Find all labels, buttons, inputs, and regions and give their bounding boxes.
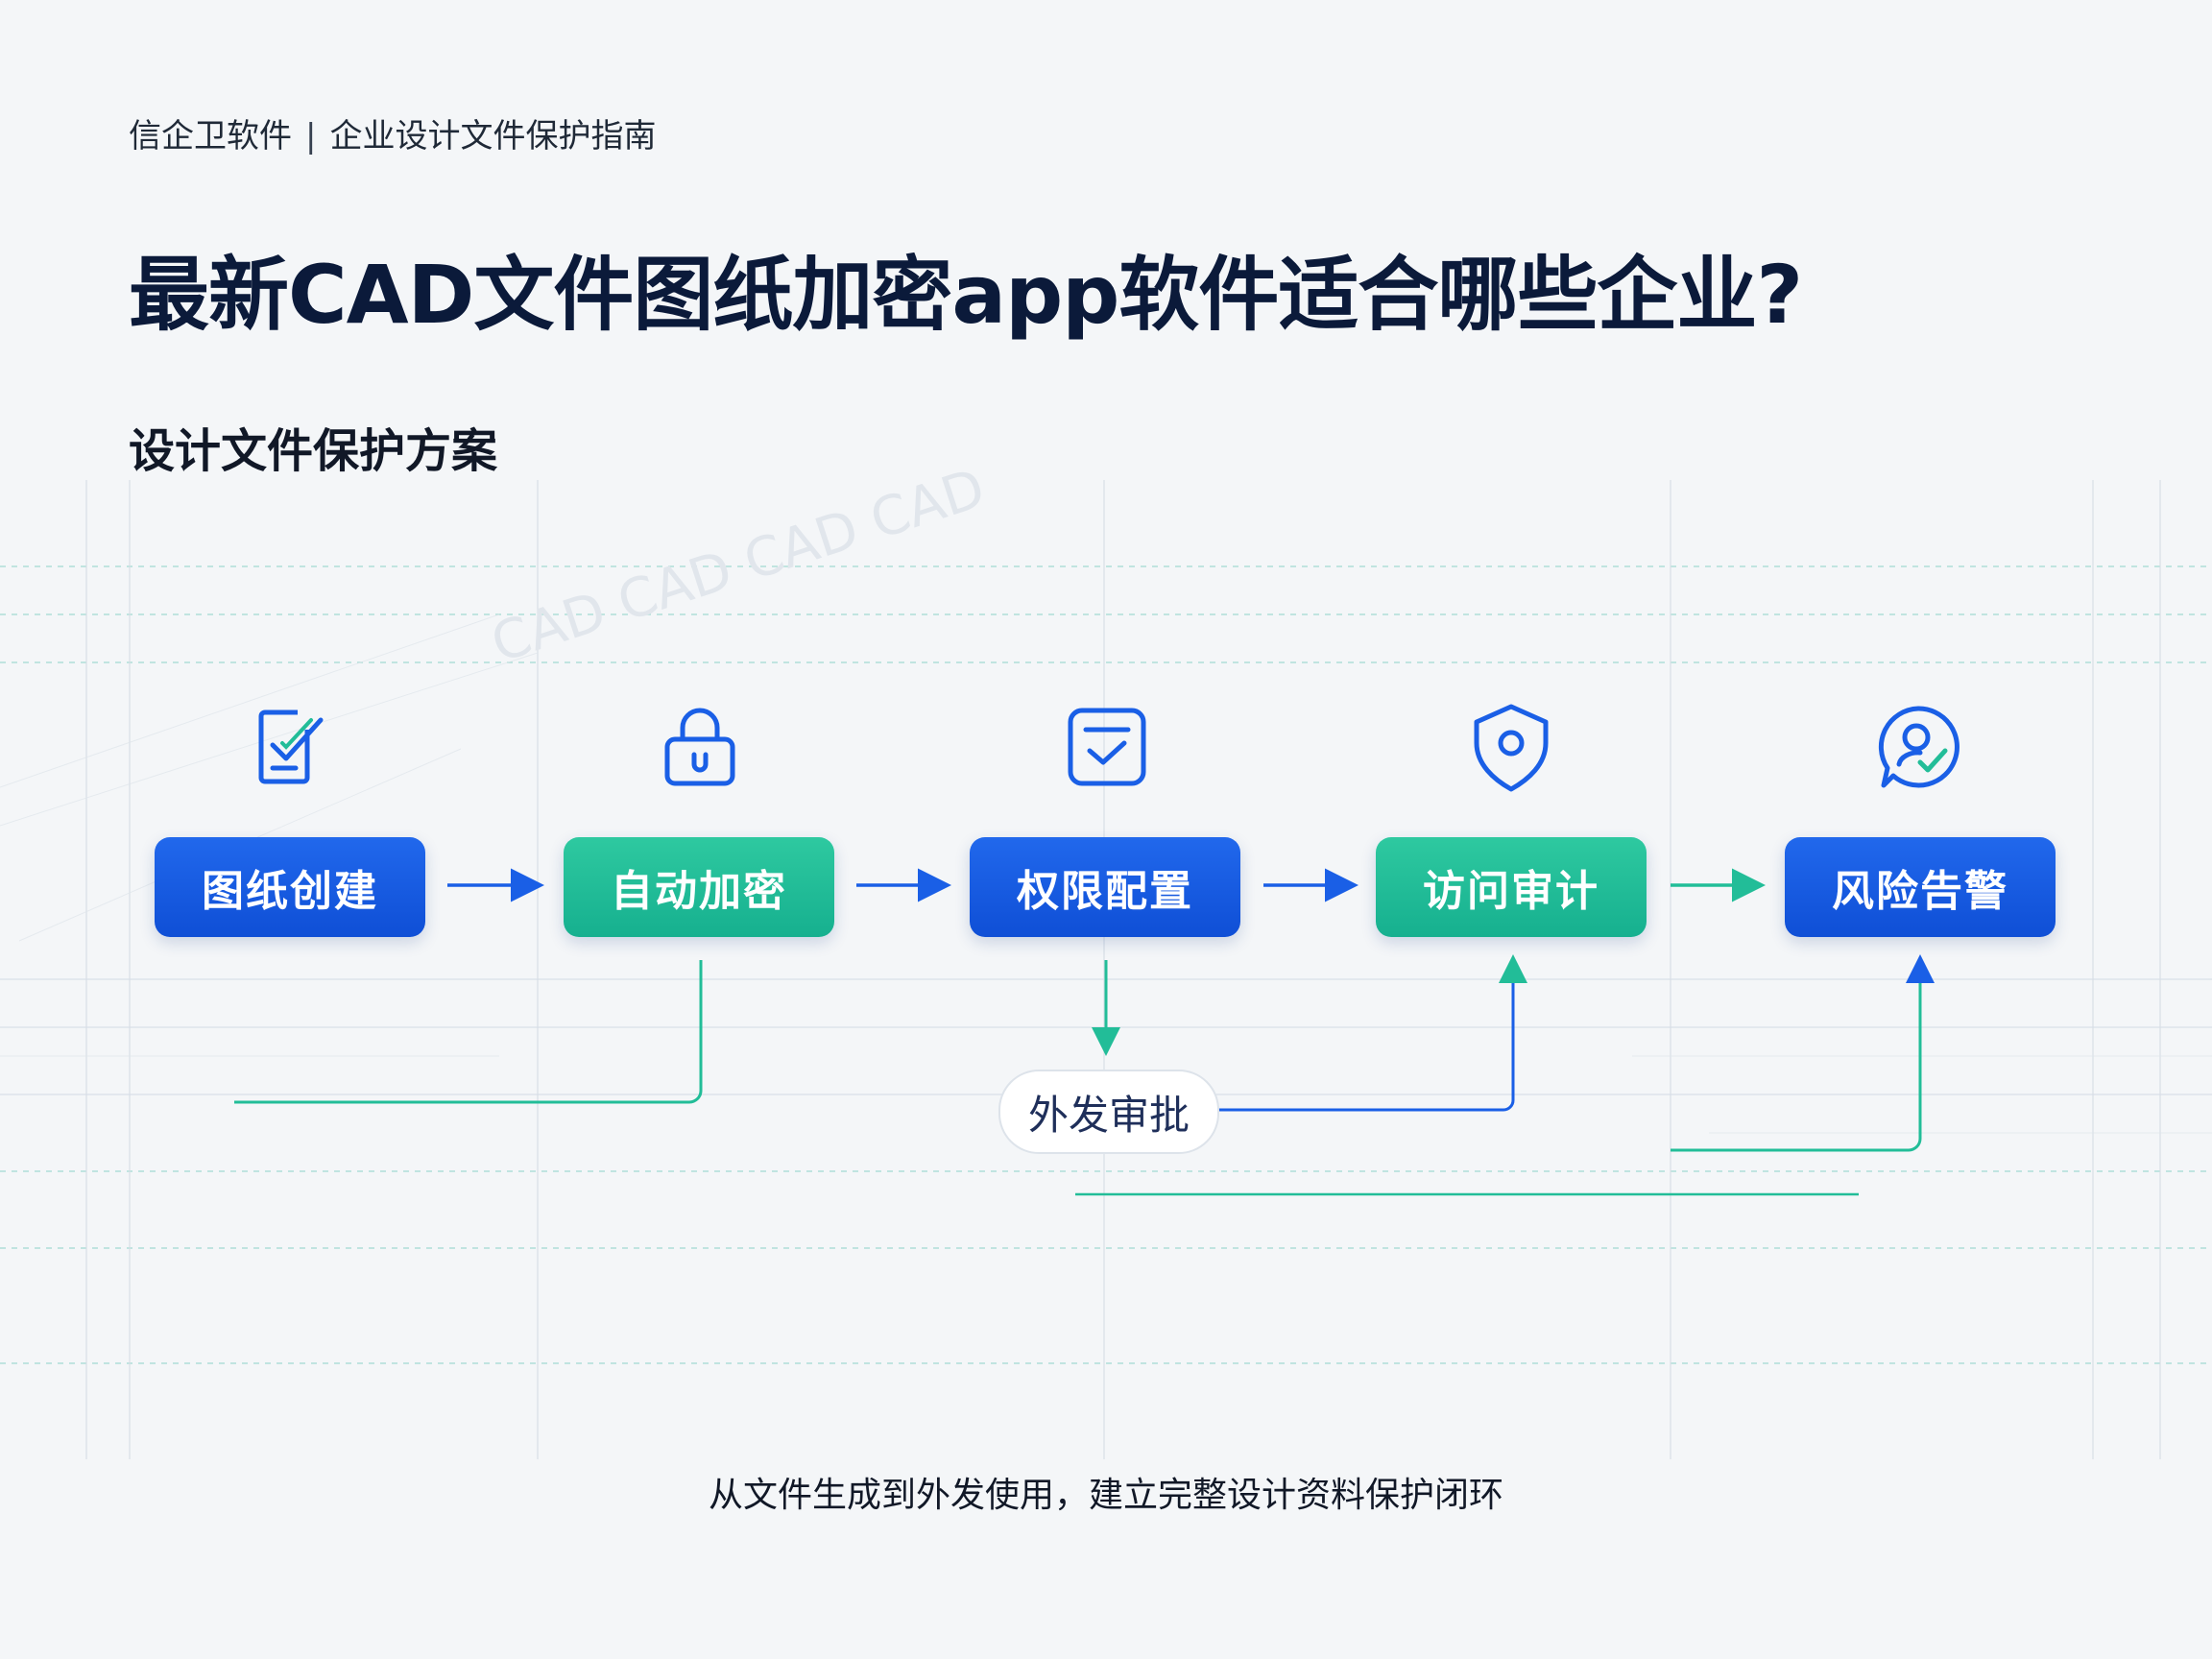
arrow-approval-to-audit (1217, 954, 1527, 1112)
check-box-icon (1068, 708, 1146, 786)
section-subtitle: 设计文件保护方案 (129, 424, 498, 478)
user-check-icon (1878, 706, 1960, 788)
step-risk-alert[interactable]: 风险告警 (1785, 837, 2056, 937)
padlock-icon (664, 708, 735, 786)
footer-caption: 从文件生成到外发使用，建立完整设计资料保护闭环 (708, 1476, 1503, 1515)
page-title: 最新CAD文件图纸加密app软件适合哪些企业? (129, 248, 1803, 342)
connector-encrypt-loop (234, 960, 703, 1104)
step-auto-encryption[interactable]: 自动加密 (564, 837, 834, 937)
brand-name: 信企卫软件 (129, 117, 292, 156)
brand-line: 信企卫软件 | 企业设计文件保护指南 (129, 109, 656, 156)
branch-external-approval[interactable]: 外发审批 (998, 1070, 1219, 1154)
document-check-icon (258, 709, 324, 784)
header-separator: | (305, 117, 317, 156)
step-access-audit[interactable]: 访问审计 (1376, 837, 1647, 937)
shield-location-icon (1474, 704, 1549, 792)
step-drawing-creation[interactable]: 图纸创建 (155, 837, 425, 937)
step-permission-config[interactable]: 权限配置 (970, 837, 1240, 937)
guide-name: 企业设计文件保护指南 (329, 117, 657, 156)
arrow-to-risk-alert (1671, 954, 1935, 1152)
